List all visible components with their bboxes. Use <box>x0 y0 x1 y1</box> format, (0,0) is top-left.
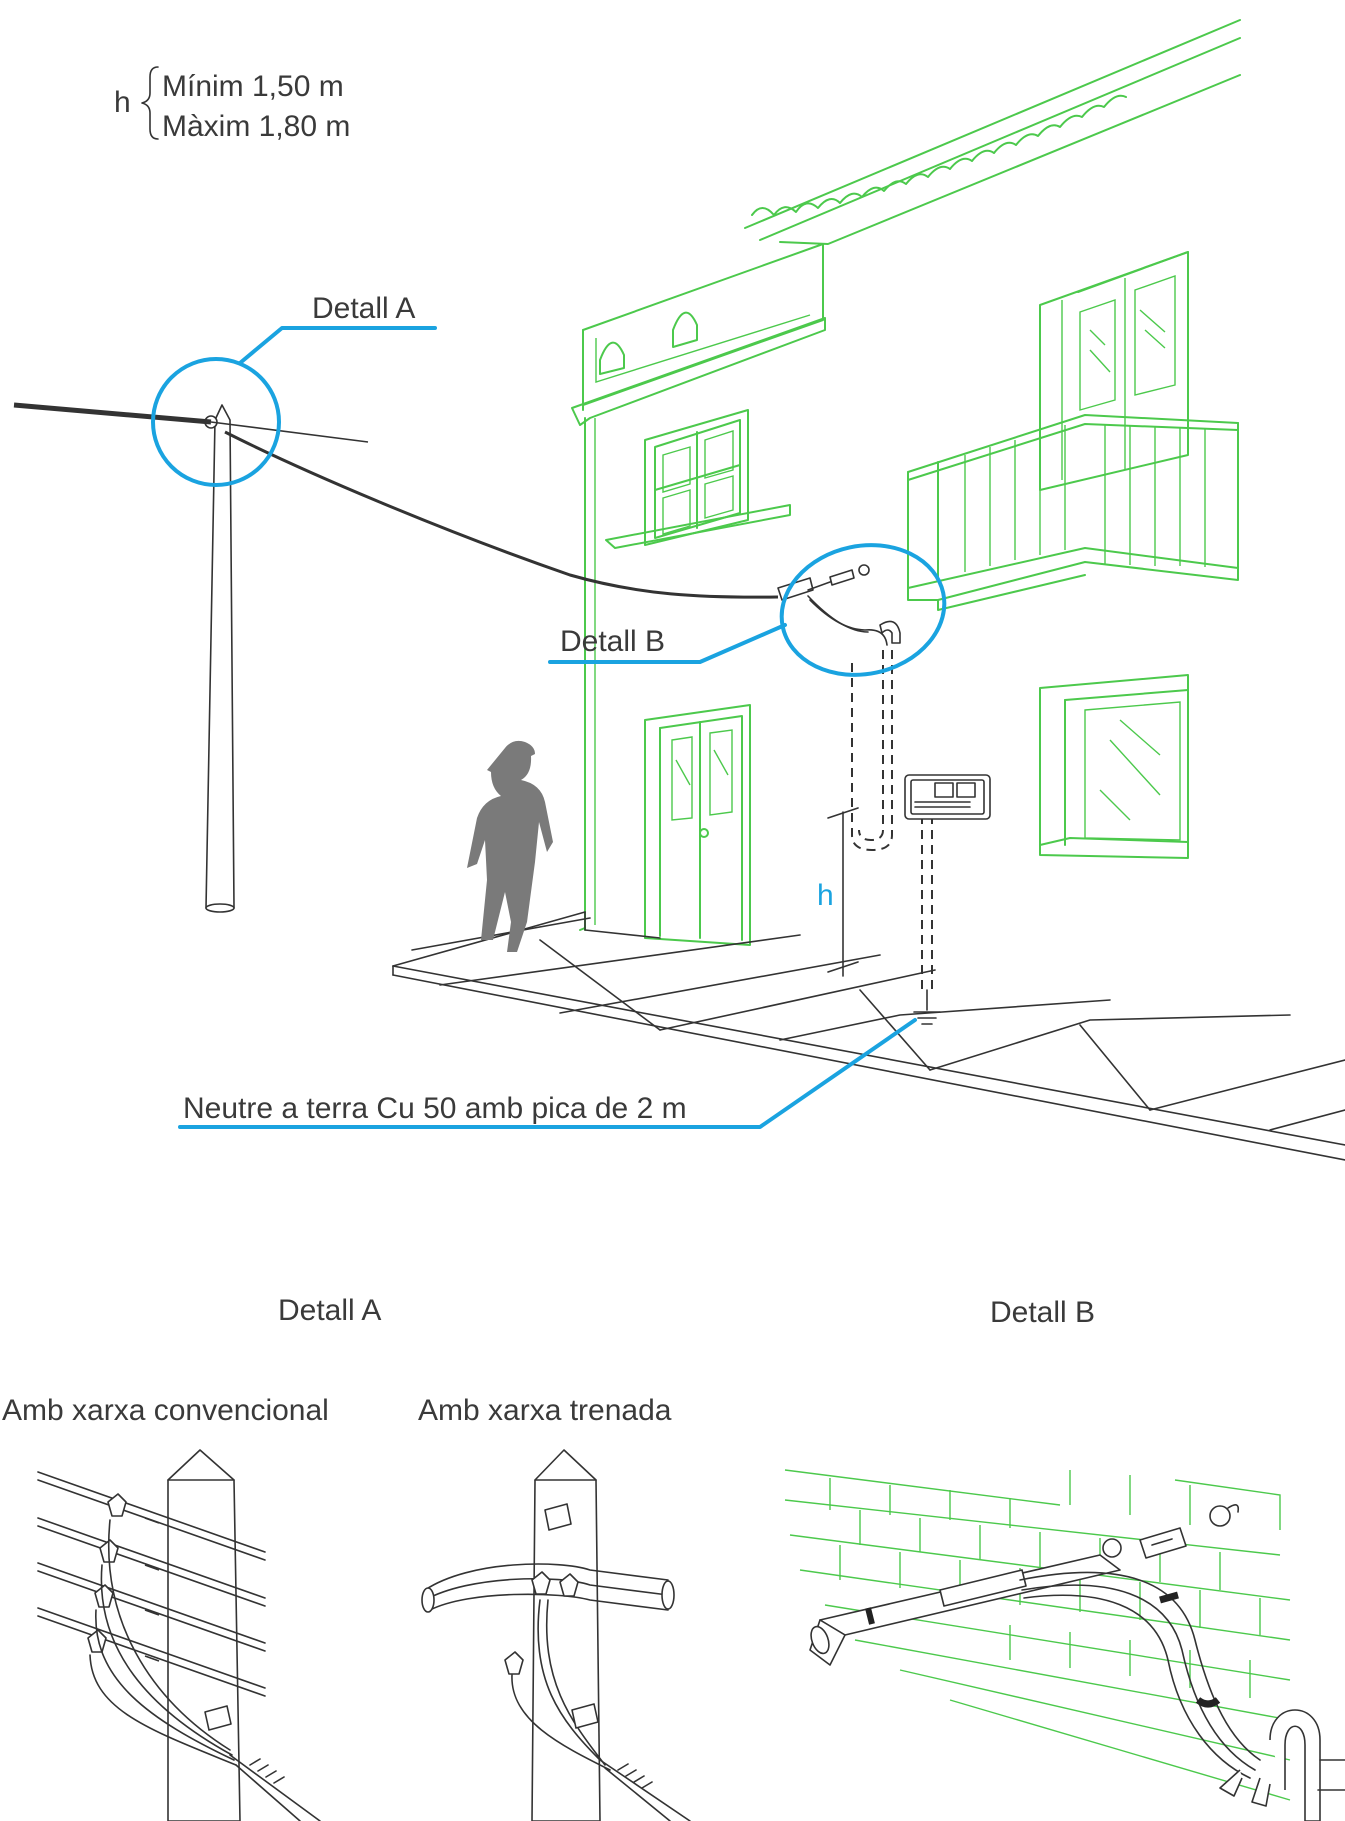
callout-earth-label: Neutre a terra Cu 50 amb pica de 2 m <box>183 1092 687 1125</box>
detail-a-conventional-drawing <box>37 1449 321 1821</box>
height-legend: h Mínim 1,50 m Màxim 1,80 m <box>114 66 350 143</box>
detail-a-conventional-caption: Amb xarxa convencional <box>2 1394 329 1427</box>
dimension-h: h <box>817 807 859 977</box>
cable-tie <box>1159 1591 1221 1708</box>
callout-detail-b: Detall B <box>548 543 947 677</box>
building-facade <box>571 19 1241 946</box>
detail-b-wall-drawing <box>784 1469 1345 1821</box>
detail-a-title: Detall A <box>278 1294 381 1327</box>
legend-max: Màxim 1,80 m <box>162 110 350 143</box>
utility-pole <box>204 404 235 913</box>
callout-detail-a: Detall A <box>151 292 437 487</box>
detail-a-braided-drawing <box>421 1449 691 1821</box>
legend-symbol: h <box>114 86 131 119</box>
sidewalk <box>392 911 1345 1161</box>
legend-min: Mínim 1,50 m <box>162 70 344 103</box>
detail-a-braided-caption: Amb xarxa trenada <box>418 1394 672 1427</box>
callout-detail-a-label: Detall A <box>312 292 415 325</box>
pedestrian-silhouette <box>467 740 553 952</box>
callout-earth: Neutre a terra Cu 50 amb pica de 2 m <box>178 1018 917 1129</box>
earth-symbol <box>913 989 941 1025</box>
roof-tiles <box>751 94 1127 216</box>
network-line-continuation <box>210 421 369 443</box>
meter-box <box>904 774 991 820</box>
detail-b-title: Detall B <box>990 1296 1095 1329</box>
anchor-hardware <box>777 564 901 646</box>
cable-tie-left <box>865 1607 875 1625</box>
service-conduit <box>851 650 933 990</box>
overhead-network-line <box>13 402 212 425</box>
dimension-h-label: h <box>817 879 834 912</box>
callout-detail-b-label: Detall B <box>560 625 665 658</box>
service-drop-cable <box>224 430 779 599</box>
